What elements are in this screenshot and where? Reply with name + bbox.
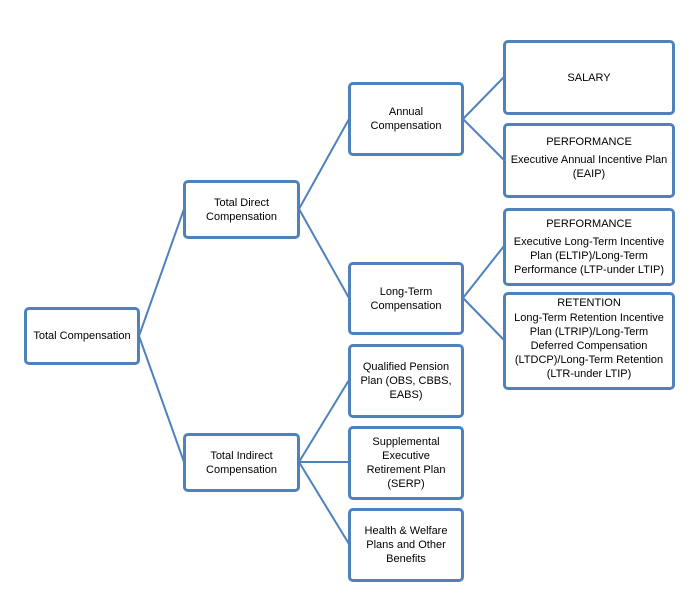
serp-label: Supplemental Executive Retirement Plan (… <box>366 436 446 490</box>
long-term-performance-label: Executive Long-Term Incentive Plan (ELTI… <box>513 236 665 276</box>
connector-indirect-pension <box>298 379 350 463</box>
salary-label: SALARY <box>567 72 611 84</box>
long-term-retention-heading: RETENTION <box>557 297 621 309</box>
connector-longterm-performance <box>462 245 505 299</box>
serp-node: Supplemental Executive Retirement Plan (… <box>348 426 464 500</box>
connector-annual-performance <box>462 118 505 161</box>
long-term-compensation-label: Long-Term Compensation <box>370 285 442 312</box>
annual-performance-heading: PERFORMANCE <box>546 136 632 148</box>
long-term-retention-label: Long-Term Retention Incentive Plan (LTRI… <box>514 312 664 380</box>
total-indirect-compensation-label: Total Indirect Compensation <box>206 449 277 476</box>
total-indirect-compensation-node: Total Indirect Compensation <box>183 433 300 492</box>
long-term-retention-node: RETENTION Long-Term Retention Incentive … <box>503 292 675 390</box>
long-term-performance-heading: PERFORMANCE <box>546 218 632 230</box>
connector-longterm-retention <box>462 297 505 341</box>
long-term-compensation-node: Long-Term Compensation <box>348 262 464 335</box>
qualified-pension-plan-node: Qualified Pension Plan (OBS, CBBS, EABS) <box>348 344 464 418</box>
connector-root-direct <box>138 208 185 337</box>
total-compensation-label: Total Compensation <box>33 330 131 342</box>
connector-direct-annual <box>298 118 350 210</box>
health-welfare-label: Health & Welfare Plans and Other Benefit… <box>364 525 448 565</box>
annual-compensation-node: Annual Compensation <box>348 82 464 156</box>
connector-direct-longterm <box>298 208 350 299</box>
total-direct-compensation-label: Total Direct Compensation <box>206 196 277 223</box>
total-compensation-node: Total Compensation <box>24 307 140 365</box>
annual-performance-node: PERFORMANCE Executive Annual Incentive P… <box>503 123 675 198</box>
total-direct-compensation-node: Total Direct Compensation <box>183 180 300 239</box>
annual-compensation-label: Annual Compensation <box>370 106 442 132</box>
connector-indirect-health <box>298 461 350 545</box>
qualified-pension-plan-label: Qualified Pension Plan (OBS, CBBS, EABS) <box>360 361 452 401</box>
annual-performance-label: Executive Annual Incentive Plan (EAIP) <box>510 154 668 180</box>
health-welfare-node: Health & Welfare Plans and Other Benefit… <box>348 508 464 582</box>
long-term-performance-node: PERFORMANCE Executive Long-Term Incentiv… <box>503 208 675 286</box>
salary-node: SALARY <box>503 40 675 115</box>
connector-root-indirect <box>138 335 185 463</box>
connector-annual-salary <box>462 76 505 120</box>
